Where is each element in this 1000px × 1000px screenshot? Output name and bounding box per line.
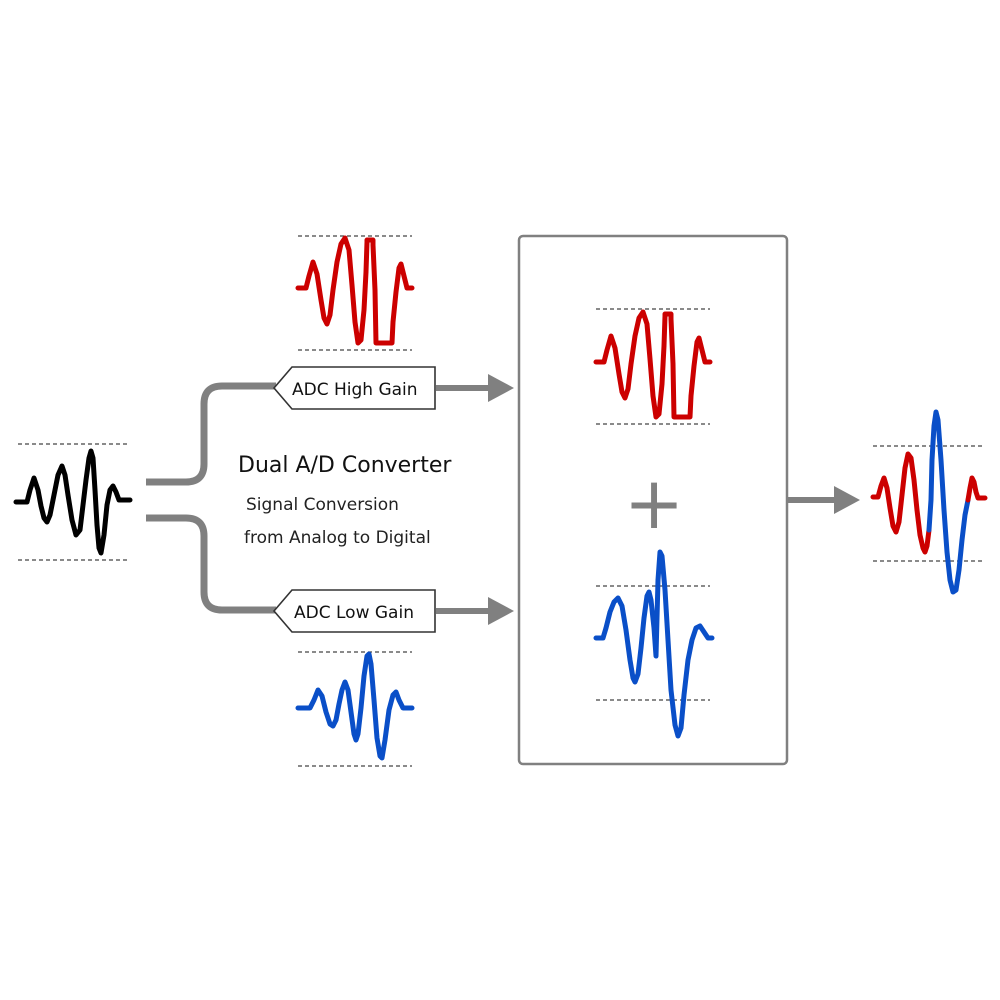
- low-gain-waveform: [295, 651, 415, 761]
- low-gain-arrowhead-icon: [488, 597, 514, 625]
- combiner-low-gain-signal: [593, 549, 715, 739]
- high-gain-arrow: [436, 374, 514, 402]
- combiner-high-gain-waveform: [593, 309, 713, 420]
- output-high-gain-tail-segment: [965, 475, 988, 503]
- combiner-low-gain-waveform: [593, 549, 715, 739]
- low-gain-arrow: [436, 597, 514, 625]
- adc-low-gain-block: ADC Low Gain: [272, 589, 436, 633]
- upper-branch-pipe: [146, 382, 276, 486]
- output-signal: [870, 409, 988, 595]
- adc-high-gain-shape: [272, 366, 436, 410]
- high-gain-signal: [295, 235, 415, 351]
- output-arrowhead-icon: [834, 486, 860, 514]
- adc-low-gain-label: ADC Low Gain: [294, 603, 414, 623]
- adc-low-gain-shape: [272, 589, 436, 633]
- diagram-title: Dual A/D Converter: [238, 453, 452, 478]
- output-low-gain-segment: [926, 409, 971, 595]
- combiner-box: [517, 234, 789, 766]
- diagram-subtitle-line2: from Analog to Digital: [244, 528, 431, 548]
- low-gain-signal: [295, 651, 415, 767]
- adc-high-gain-block: ADC High Gain: [272, 366, 436, 410]
- adc-high-gain-label: ADC High Gain: [292, 380, 418, 400]
- diagram-subtitle-line1: Signal Conversion: [246, 495, 399, 515]
- plus-sign: +: [624, 461, 684, 545]
- input-waveform: [13, 448, 133, 556]
- high-gain-arrowhead-icon: [488, 374, 514, 402]
- lower-branch-pipe: [146, 514, 276, 614]
- output-high-gain-segment: [870, 451, 932, 555]
- combiner-high-gain-signal: [593, 308, 713, 425]
- split-connector: [146, 382, 276, 614]
- output-arrow: [788, 486, 860, 514]
- high-gain-waveform: [295, 235, 415, 346]
- input-signal: [13, 443, 133, 561]
